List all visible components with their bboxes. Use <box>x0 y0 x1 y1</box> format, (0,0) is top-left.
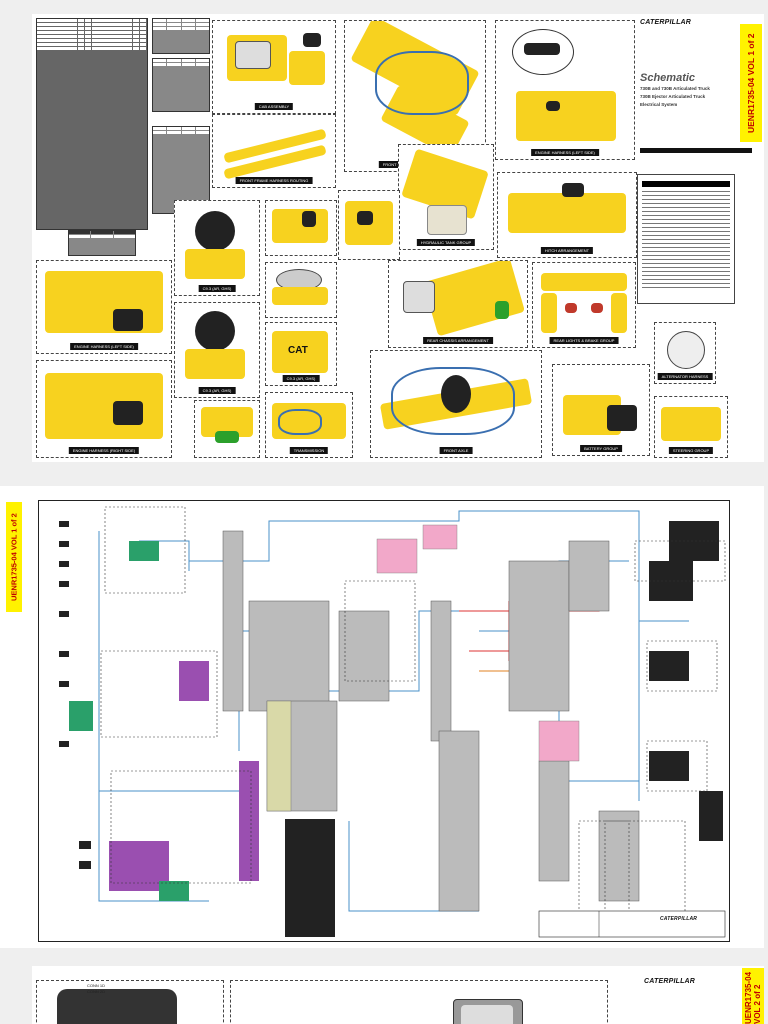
caption: ENGINE HARNESS (LEFT SIDE) <box>70 343 138 350</box>
document-tab-vol1-left: UENR1735-04 VOL 1 of 2 <box>6 502 22 612</box>
hydraulic-tank-panel: HYDRAULIC TANK GROUP <box>398 144 494 250</box>
subtitle-line: Electrical System <box>640 102 678 107</box>
wiring-diagram-frame <box>38 500 730 942</box>
caption: C9.3 (AR, GHS) <box>282 375 320 382</box>
rear-chassis-panel: REAR CHASSIS ARRANGEMENT <box>388 260 528 348</box>
sensor-panel <box>265 200 337 256</box>
caption: BATTERY GROUP <box>580 445 622 452</box>
caption: FRONT FRAME HARNESS ROUTING <box>235 177 313 184</box>
caption: HITCH ARRANGEMENT <box>540 247 594 254</box>
turbo-panel-1: C9.3 (AR, GHS) <box>174 200 260 296</box>
caption: CAB ASSEMBLY <box>254 103 294 110</box>
notes-panel <box>637 174 735 304</box>
front-axle-panel: FRONT AXLE <box>370 350 542 458</box>
subtitle-line: 730B and 730B Articulated Truck <box>640 86 710 91</box>
engine-block-panel <box>338 190 400 260</box>
component-location-table <box>36 18 148 230</box>
cat-engine-panel: CAT C9.3 (AR, GHS) <box>265 322 337 386</box>
transmission-panel: TRANSMISSION <box>265 392 353 458</box>
engine-left-panel: ENGINE HARNESS (LEFT SIDE) <box>36 260 172 354</box>
caption: REAR LIGHTS & BRAKE GROUP <box>549 337 619 344</box>
wire-table <box>152 126 210 214</box>
callout-label: CONN 1D <box>87 983 106 988</box>
harness-table <box>152 18 210 54</box>
turbo-panel-2: C9.3 (AR, GHS) <box>174 302 260 398</box>
caterpillar-logo-small: CATERPILLAR <box>660 916 698 922</box>
caption: STEERING GROUP <box>668 447 714 454</box>
schematic-sheet-locations: CAB ASSEMBLY FRONT CHASSIS ARRANGEMENT E… <box>32 14 764 462</box>
caption: HYDRAULIC TANK GROUP <box>416 239 476 246</box>
engine-lower-panel <box>194 400 260 458</box>
callout-label: CONN 2D <box>87 989 106 994</box>
display-panel: CONN 1D CONN 2D <box>36 980 224 1024</box>
caterpillar-logo-vol2: CATERPILLAR <box>644 978 696 985</box>
document-tab-vol2: UENR1735-04 VOL 2 of 2 <box>742 968 764 1024</box>
document-tab-vol1: UENR1735-04 VOL 1 of 2 <box>740 24 762 142</box>
caption: C9.3 (AR, GHS) <box>198 285 236 292</box>
schematic-sheet-wiring: UENR1735-04 VOL 1 of 2 <box>0 486 764 948</box>
cab-assembly-panel: CAB ASSEMBLY <box>212 20 336 114</box>
caption: ENGINE HARNESS (RIGHT SIDE) <box>68 447 140 454</box>
page-title: Schematic <box>640 72 696 84</box>
engine-top-panel: ENGINE HARNESS (LEFT SIDE) <box>495 20 635 160</box>
caption: ALTERNATOR HARNESS <box>657 373 713 380</box>
monitor-panel <box>230 980 608 1024</box>
connector-table <box>152 58 210 112</box>
engine-right-panel: ENGINE HARNESS (RIGHT SIDE) <box>36 360 172 458</box>
steering-panel: STEERING GROUP <box>654 396 728 458</box>
schematic-sheet-vol2: CONN 1D CONN 2D CATERPILLAR UENR1735-04 … <box>32 966 764 1024</box>
wiring-diagram <box>59 506 726 938</box>
alternator-panel: ALTERNATOR HARNESS <box>654 322 716 384</box>
caption: C9.3 (AR, GHS) <box>198 387 236 394</box>
battery-panel: BATTERY GROUP <box>552 364 650 456</box>
caption: TRANSMISSION <box>289 447 329 454</box>
hitch-panel: HITCH ARRANGEMENT <box>497 172 637 258</box>
caption: REAR CHASSIS ARRANGEMENT <box>423 337 493 344</box>
caterpillar-logo: CATERPILLAR <box>640 19 692 26</box>
fan-panel <box>265 262 337 318</box>
front-frame-panel: FRONT FRAME HARNESS ROUTING <box>212 114 336 188</box>
title-block: Schematic 730B and 730B Articulated Truc… <box>640 72 752 153</box>
caption: ENGINE HARNESS (LEFT SIDE) <box>531 149 599 156</box>
rear-lights-panel: REAR LIGHTS & BRAKE GROUP <box>532 262 636 348</box>
subtitle-line: 730B Ejector Articulated Truck <box>640 94 706 99</box>
caption: FRONT AXLE <box>439 447 473 454</box>
symbol-table <box>68 230 136 256</box>
